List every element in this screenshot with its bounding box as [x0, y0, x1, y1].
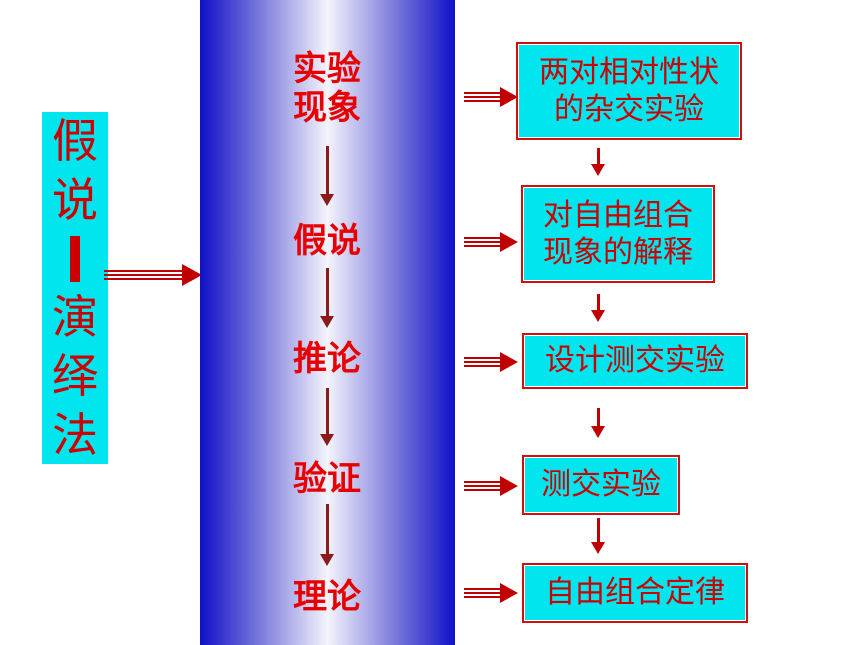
method-label-box: 假 说 演 绎 法 [42, 112, 108, 464]
box-connector [597, 148, 600, 166]
step-hypothesis: 假说 [293, 221, 361, 261]
step-deduction: 推论 [293, 339, 361, 379]
step-connector [326, 388, 329, 436]
step-connector [326, 268, 329, 318]
arrow-down-icon [591, 164, 605, 176]
arrow-down-icon [320, 194, 334, 206]
method-char: 假 [52, 114, 98, 169]
step-theory: 理论 [293, 577, 361, 617]
arrow-right-icon [464, 583, 518, 603]
main-arrow-icon [104, 264, 202, 286]
box-design-testcross: 设计测交实验 [522, 333, 748, 389]
box-dihybrid-cross: 两对相对性状 的杂交实验 [516, 42, 742, 140]
arrow-down-icon [320, 554, 334, 566]
method-char: 绎 [52, 348, 98, 403]
arrow-down-icon [320, 434, 334, 446]
box-connector [597, 518, 600, 544]
arrow-right-icon [464, 232, 518, 252]
box-connector [597, 294, 600, 312]
method-char: 法 [52, 407, 98, 462]
arrow-right-icon [464, 352, 518, 372]
step-verification: 验证 [293, 459, 361, 499]
box-connector [597, 408, 600, 428]
arrow-down-icon [591, 310, 605, 322]
arrow-right-icon [464, 87, 518, 107]
arrow-down-icon [591, 426, 605, 438]
step-experiment: 实验 现象 [293, 49, 361, 129]
method-char: 说 [52, 172, 98, 227]
arrow-down-icon [320, 316, 334, 328]
arrow-right-icon [464, 476, 518, 496]
arrow-down-icon [591, 542, 605, 554]
method-char: 演 [52, 290, 98, 345]
step-connector [326, 504, 329, 556]
box-law: 自由组合定律 [522, 563, 748, 623]
method-dash [70, 235, 80, 282]
box-testcross: 测交实验 [522, 455, 680, 515]
step-connector [326, 146, 329, 196]
box-explanation: 对自由组合 现象的解释 [521, 185, 715, 283]
